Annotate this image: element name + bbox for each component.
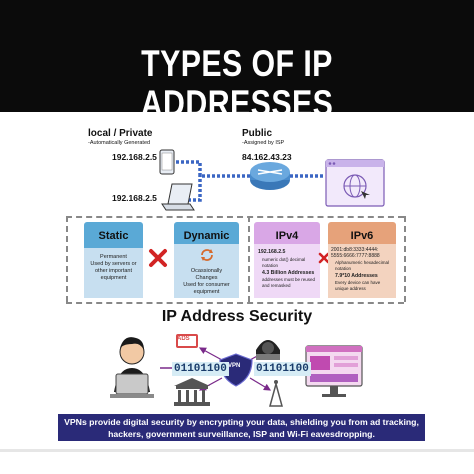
local-sub-label: -Automatically Generated: [88, 140, 151, 146]
browser-window-icon: [325, 159, 385, 207]
ads-label: ADS: [177, 336, 190, 342]
security-diagram: [110, 334, 363, 407]
user-at-laptop-icon: [110, 337, 154, 398]
static-title: Static: [98, 230, 129, 242]
public-ip: 84.162.43.23: [242, 152, 292, 162]
static-desc: Permanent Used by servers or other impor…: [90, 254, 137, 281]
header-banner: [0, 0, 474, 112]
ipv6-card: IPv6 2001:db8:3333:4444: 5555:6666:7777:…: [328, 222, 396, 298]
ipv4-bullet-3: addresses must be reused and remasked: [262, 277, 316, 288]
router-icon: [250, 162, 290, 190]
bank-building-icon: [174, 378, 210, 406]
divider-top: [66, 216, 404, 218]
network-diagram: [159, 149, 385, 211]
binary-left: 01101100: [172, 362, 229, 376]
divider-bottom: [66, 302, 404, 304]
binary-right: 01101100: [254, 362, 311, 376]
cross-icon: [149, 249, 167, 267]
bottom-bar: [0, 449, 474, 452]
local-ip-1: 192.168.2.5: [112, 152, 157, 162]
ipv6-bullet-1: Alphanumeric hexadecimal notation: [335, 260, 390, 271]
public-label: Public: [242, 128, 273, 139]
hacker-icon: [256, 340, 280, 360]
vpn-label: VPN: [228, 363, 241, 369]
divider-left: [66, 216, 68, 302]
divider-middle: [248, 216, 250, 302]
ipv4-card: IPv4 192.168.2.5 numeric dot() decimal n…: [254, 222, 320, 298]
ipv6-bullet-3: Every device can have unique address: [335, 280, 381, 291]
ipv6-title: IPv6: [350, 230, 374, 242]
dynamic-desc-panel: Ocassionally Changes Used for consumer e…: [174, 244, 239, 298]
public-sub-label: -Assigned by ISP: [242, 140, 285, 146]
ipv4-title: IPv4: [275, 230, 299, 242]
footer-banner: VPNs provide digital security by encrypt…: [58, 414, 425, 441]
laptop-icon: [161, 183, 195, 211]
ipv4-bullet-1: numeric dot() decimal notation: [262, 257, 306, 268]
signal-tower-icon: [269, 380, 283, 407]
ipv4-desc-panel: 192.168.2.5 numeric dot() decimal notati…: [254, 244, 320, 298]
dynamic-desc: Ocassionally Changes Used for consumer e…: [183, 268, 230, 295]
local-private-label: local / Private: [88, 128, 153, 139]
refresh-icon: [200, 249, 213, 261]
divider-right: [404, 216, 406, 302]
ipv4-address: 192.168.2.5: [258, 249, 286, 255]
security-title: IP Address Security: [161, 308, 313, 325]
ads-icon: [176, 334, 198, 348]
monitor-website-icon: [305, 345, 363, 397]
dynamic-card: Dynamic Ocassionally Changes Used for co…: [174, 222, 239, 298]
ipv6-address: 2001:db8:3333:4444: 5555:6666:7777:8888: [331, 247, 380, 259]
page-title: TYPES OF IP ADDRESSES: [140, 43, 334, 124]
dynamic-title: Dynamic: [183, 230, 230, 242]
static-card: Static Permanent Used by servers or othe…: [84, 222, 143, 298]
smartphone-icon: [159, 149, 175, 175]
ipv6-desc-panel: 2001:db8:3333:4444: 5555:6666:7777:8888 …: [328, 244, 396, 298]
local-ip-2: 192.168.2.5: [112, 193, 157, 203]
network-cables-icon: [176, 160, 325, 202]
ipv6-bullet-2: 7.9*10 Addresses: [335, 273, 378, 279]
static-desc-panel: Permanent Used by servers or other impor…: [84, 248, 143, 298]
cross-icon: [318, 252, 330, 264]
ipv4-bullet-2: 4.3 Billion Addresses: [262, 270, 315, 276]
